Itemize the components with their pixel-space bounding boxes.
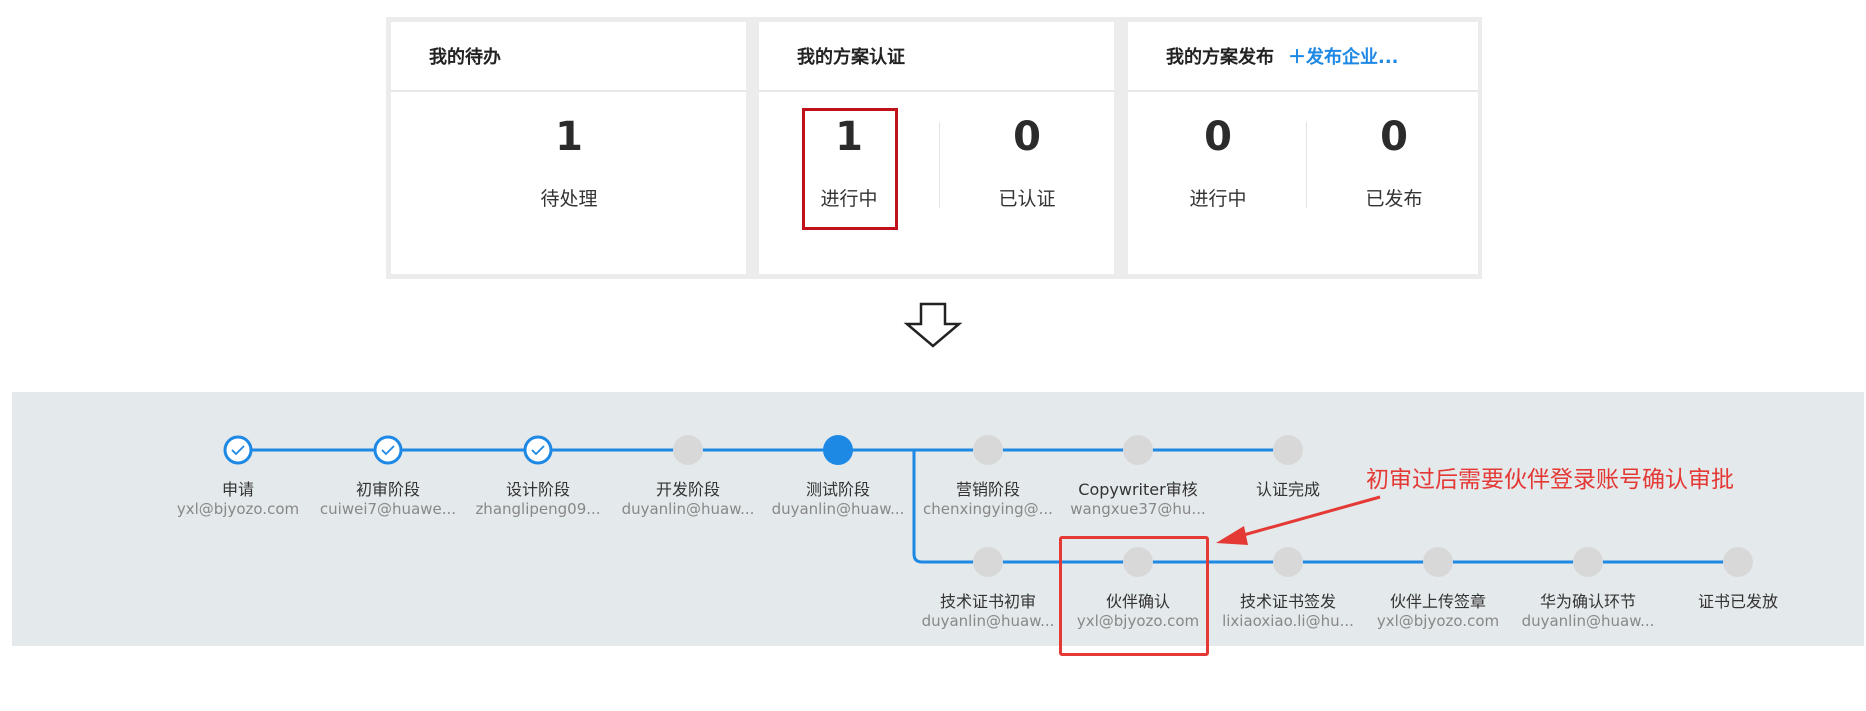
branch-step-label: 证书已发放 [1697,592,1778,611]
main-step-label: 认证完成 [1255,480,1320,499]
main-step-label: 初审阶段 [355,480,420,499]
main-step-user: yxl@bjyozo.com [176,500,300,518]
certification-inprogress-label: 进行中 [820,188,878,210]
branch-step-label: 技术证书签发 [1239,592,1336,611]
main-step-user: chenxingying@... [923,500,1053,518]
branch-step-label: 伙伴上传签章 [1389,592,1486,611]
branch-step-user: lixiaoxiao.li@hu... [1222,612,1354,630]
main-step-user: duyanlin@huaw... [621,500,755,518]
down-arrow-icon [903,302,963,348]
main-step-user: cuiwei7@huawe... [319,500,457,518]
partner-confirm-highlight-box [1059,536,1209,656]
publish-inprogress-metric[interactable]: 0 进行中 [1128,112,1308,211]
main-step-label: 开发阶段 [655,480,720,499]
publish-card-header: 我的方案发布 ＋发布企业... [1128,22,1478,92]
publish-card-title: 我的方案发布 [1166,47,1274,68]
todo-pending-label: 待处理 [540,188,598,210]
main-step-label: Copywriter审核 [1078,480,1198,499]
divider [1306,122,1307,208]
publish-inprogress-label: 进行中 [1189,188,1247,210]
branch-step-label: 伙伴确认 [1105,592,1170,611]
certification-inprogress-count: 1 [835,114,863,160]
certification-card-title: 我的方案认证 [759,22,1114,92]
publish-card: 我的方案发布 ＋发布企业... 0 进行中 0 已发布 [1128,22,1478,274]
main-step-label: 营销阶段 [955,480,1020,499]
branch-step-user: duyanlin@huaw... [921,612,1055,630]
todo-pending-metric[interactable]: 1 待处理 [479,112,659,211]
certification-certified-label: 已认证 [998,188,1056,210]
main-step-label: 申请 [221,480,254,499]
main-step-user: zhanglipeng09... [475,500,601,518]
process-flow-panel [12,392,1864,646]
todo-card[interactable]: 我的待办 1 待处理 [391,22,746,274]
branch-step-label: 技术证书初审 [939,592,1036,611]
publish-published-count: 0 [1380,114,1408,160]
main-step-label: 测试阶段 [805,480,870,499]
dashboard-cards: 我的待办 1 待处理 我的方案认证 1 进行中 0 已认证 我的方案发布 ＋发布… [386,17,1482,279]
annotation-text: 初审过后需要伙伴登录账号确认审批 [1366,467,1734,493]
todo-card-title: 我的待办 [391,22,746,92]
branch-step-user: yxl@bjyozo.com [1376,612,1500,630]
todo-pending-count: 1 [555,114,583,160]
certification-card: 我的方案认证 1 进行中 0 已认证 [759,22,1114,274]
certification-inprogress-metric[interactable]: 1 进行中 [759,112,939,211]
branch-step-user: duyanlin@huaw... [1521,612,1655,630]
divider [939,122,940,208]
publish-inprogress-count: 0 [1204,114,1232,160]
certification-certified-count: 0 [1013,114,1041,160]
main-step-user: duyanlin@huaw... [771,500,905,518]
publish-published-label: 已发布 [1365,188,1423,210]
main-step-label: 设计阶段 [505,480,570,499]
certification-certified-metric[interactable]: 0 已认证 [937,112,1117,211]
inprogress-highlight-box [802,108,898,230]
branch-step-label: 华为确认环节 [1539,592,1636,611]
publish-enterprise-link[interactable]: ＋发布企业... [1288,47,1399,68]
main-step-user: wangxue37@hu... [1070,500,1206,518]
publish-published-metric[interactable]: 0 已发布 [1304,112,1484,211]
